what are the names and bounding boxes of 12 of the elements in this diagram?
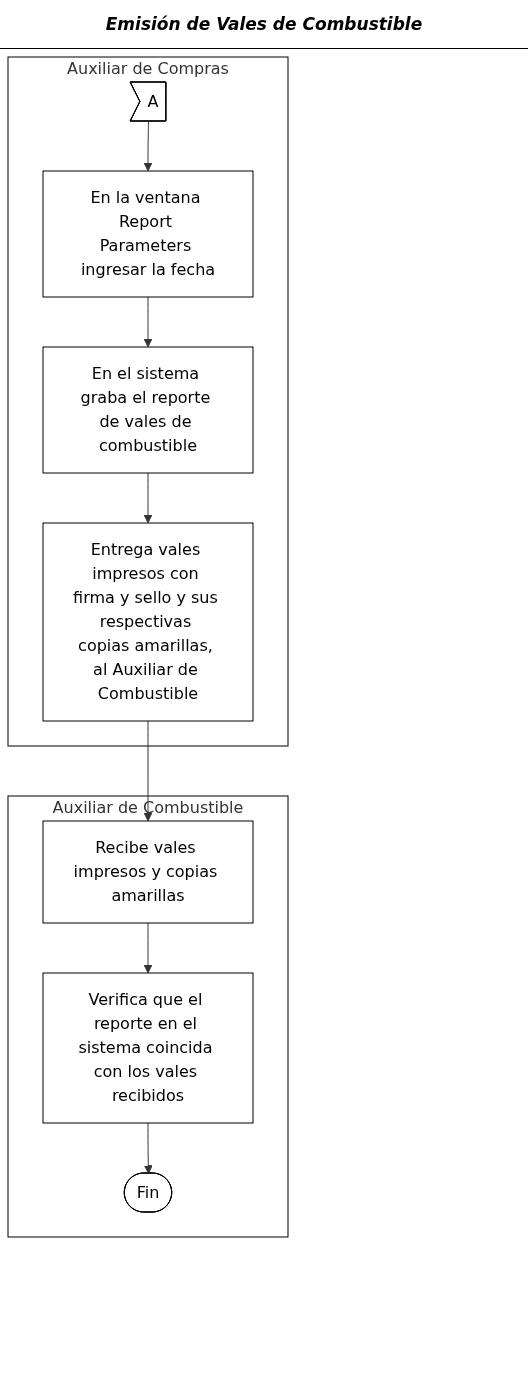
node-box: Entrega vales impresos con firma y sello y sus respectivas copias amarillas, al Auxiliar de Combustible — [42, 522, 254, 722]
arrow — [143, 1122, 153, 1174]
arrow — [143, 922, 153, 974]
node-box: En el sistema graba el reporte de vales de combustible — [42, 346, 254, 474]
node-box: Verifica que el reporte en el sistema coincida con los vales recibidos — [42, 972, 254, 1124]
arrow — [143, 121, 153, 172]
arrow — [143, 720, 153, 822]
node-box: En la ventana Report Parameters ingresar la fecha — [42, 170, 254, 298]
arrow — [143, 296, 153, 348]
arrow — [143, 472, 153, 524]
diagram-title: Emisión de Vales de Combustible — [0, 0, 528, 49]
node-box: Recibe vales impresos y copias amarillas — [42, 820, 254, 924]
